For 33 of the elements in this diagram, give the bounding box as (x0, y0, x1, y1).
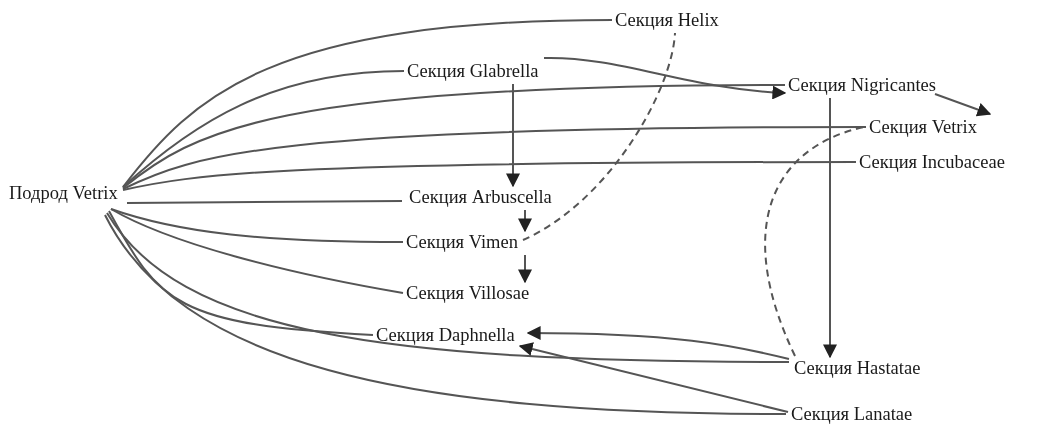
arrow (518, 254, 532, 284)
taxon-label: Секция Lanatae (791, 403, 913, 425)
connector-line (110, 208, 404, 243)
arrow (823, 97, 837, 359)
taxon-label: Секция Incubaceae (859, 151, 1005, 173)
connector-line (126, 200, 403, 204)
taxon-label: Секция Nigricantes (788, 74, 936, 96)
connector-line (122, 84, 786, 189)
connector-line (122, 126, 867, 190)
dashed-link (522, 32, 676, 241)
taxon-label: Секция Hastatae (794, 357, 921, 379)
taxon-label: Подрод Vetrix (9, 182, 118, 204)
arrow (934, 93, 992, 117)
taxon-label: Секция Arbuscella (409, 186, 552, 208)
arrow (518, 342, 789, 413)
connector-line (104, 214, 787, 415)
taxon-label: Секция Daphnella (376, 324, 515, 346)
connector-line (108, 210, 374, 336)
arrow (518, 209, 532, 233)
taxon-label: Секция Vimen (406, 231, 518, 253)
connector-line (110, 208, 404, 294)
taxon-label: Секция Glabrella (407, 60, 539, 82)
taxon-label: Секция Villosae (406, 282, 530, 304)
connector-line (106, 212, 790, 363)
arrow (526, 326, 790, 360)
dashed-link (764, 126, 865, 357)
taxon-label: Секция Vetrix (869, 116, 977, 138)
taxon-label: Секция Helix (615, 9, 719, 31)
arrow (543, 57, 787, 100)
connector-line (122, 19, 613, 188)
arrow (506, 83, 520, 188)
connector-line (122, 161, 857, 191)
connector-line (122, 70, 405, 188)
